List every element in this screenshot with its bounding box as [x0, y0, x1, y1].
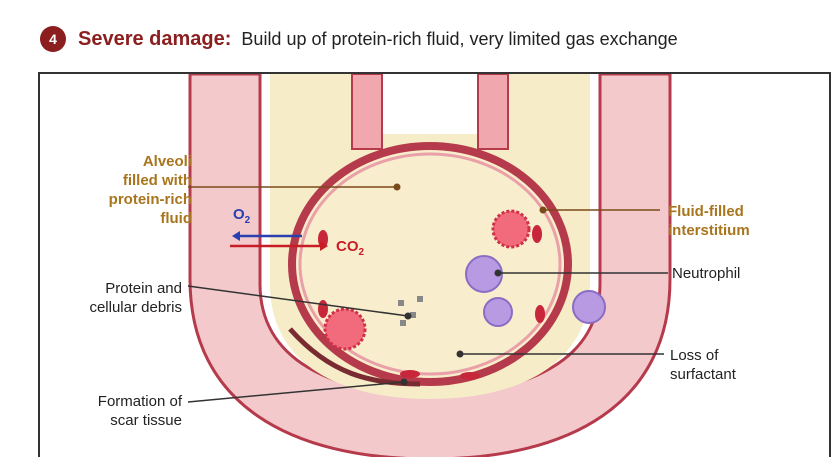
leader-dot-scar — [401, 379, 408, 386]
o2-label: O2 — [233, 206, 250, 226]
leader-dot-debris — [405, 313, 412, 320]
diagram-panel: Alveoli filled with protein-rich fluid F… — [38, 72, 831, 457]
step-badge: 4 — [40, 26, 66, 52]
debris — [400, 320, 406, 326]
label-fluid-interstitium: Fluid-filled interstitium — [668, 202, 750, 240]
co2-label: CO2 — [336, 238, 364, 258]
wall-cell — [318, 300, 328, 318]
debris — [417, 296, 423, 302]
leader-dot-surfactant — [457, 351, 464, 358]
label-protein-debris: Protein and cellular debris — [50, 279, 182, 317]
label-alveoli-fluid: Alveoli filled with protein-rich fluid — [54, 152, 192, 228]
header-title: Severe damage: — [78, 28, 231, 51]
leader-dot-interstitium — [540, 207, 547, 214]
neutrophil-cell — [573, 291, 605, 323]
o2-subscript: 2 — [245, 215, 251, 226]
wall-cell — [532, 225, 542, 243]
wall-cell — [460, 372, 480, 380]
label-loss-surfactant: Loss of surfactant — [670, 346, 736, 384]
leader-dot-neutrophil — [495, 270, 502, 277]
o2-symbol: O — [233, 206, 245, 223]
header: 4 Severe damage: Build up of protein-ric… — [40, 24, 678, 54]
leader-dot-alveoli — [394, 184, 401, 191]
airway-wall-left — [352, 74, 382, 149]
wall-cell — [400, 370, 420, 378]
debris — [398, 300, 404, 306]
red-blood-cell — [325, 309, 365, 349]
co2-subscript: 2 — [359, 247, 365, 258]
co2-symbol: CO — [336, 238, 359, 255]
airway-wall-right — [478, 74, 508, 149]
header-description: Build up of protein-rich fluid, very lim… — [241, 29, 677, 50]
red-blood-cell — [493, 211, 529, 247]
label-neutrophil: Neutrophil — [672, 264, 740, 283]
wall-cell — [535, 305, 545, 323]
neutrophil-cell — [484, 298, 512, 326]
label-scar-tissue: Formation of scar tissue — [54, 392, 182, 430]
